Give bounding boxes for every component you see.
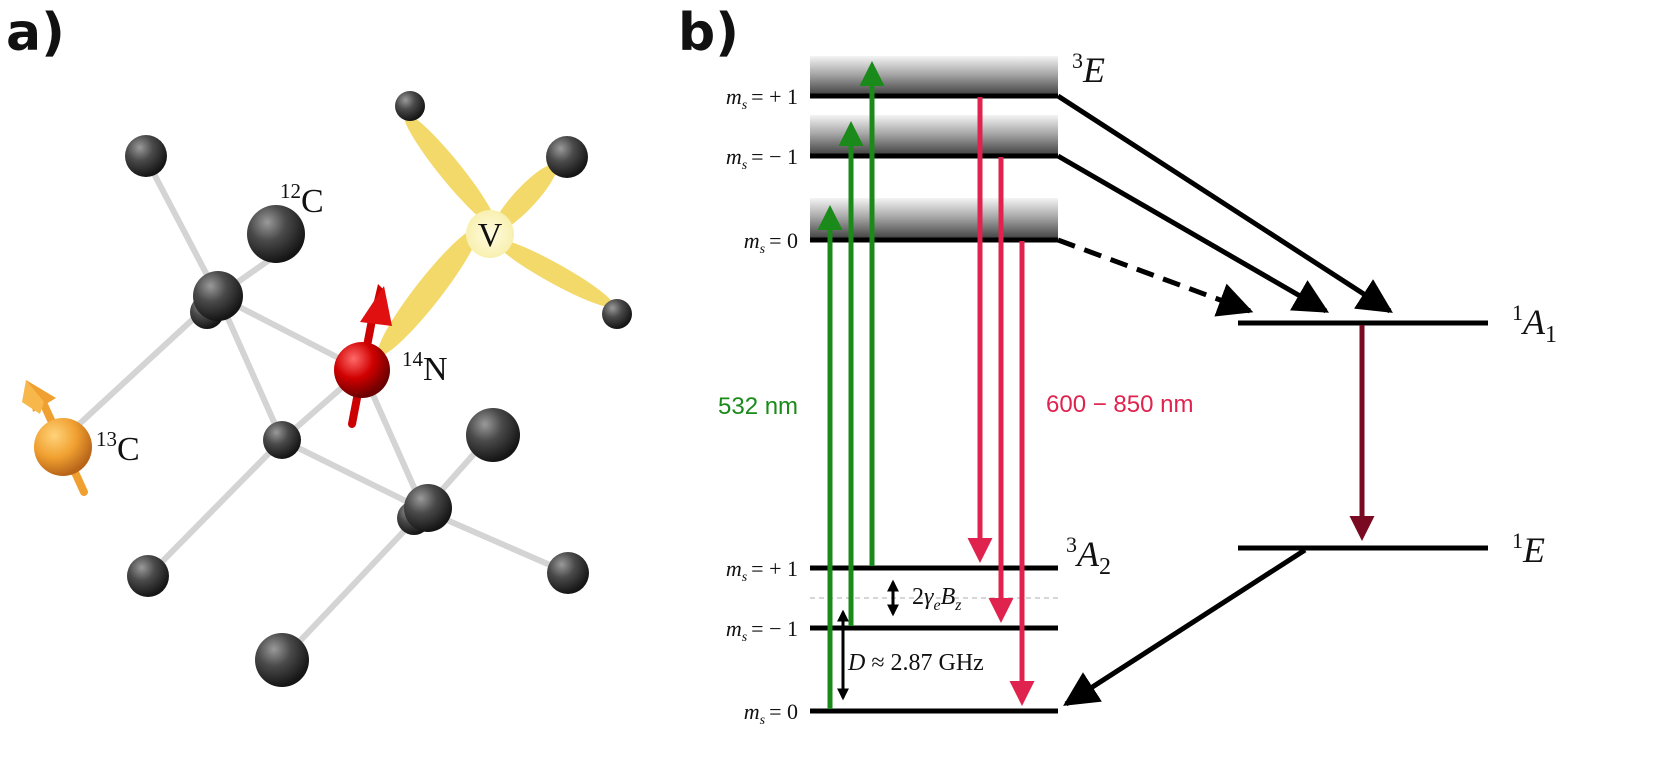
carbon-atom [466,408,520,462]
c13-symbol: C [117,431,140,468]
n14-label: 14N [402,347,448,388]
panel-a: a) [6,3,632,687]
c13-atom [22,380,92,496]
c12-mass: 12 [280,179,301,203]
state-label-1a1: 1A1 [1512,300,1557,348]
state-label-1e: 1E [1512,528,1545,570]
vacancy-orbital-lobes [377,113,614,356]
carbon-atom [193,271,243,321]
ms-label-excited-plus1: ms= + 1 [726,84,798,113]
panel-a-label: a) [6,3,65,63]
ms-label-excited-0: ms= 0 [744,228,798,257]
n14-symbol: N [423,351,448,388]
state-label-3a2: 3A2 [1066,532,1111,580]
c12-symbol: C [301,183,324,220]
carbon-atom [546,136,588,178]
vacancy-label: V [478,217,503,254]
carbon-atom [247,205,305,263]
ms-label-ground-minus1: ms= − 1 [726,616,798,645]
n14-atom [334,284,392,428]
c13-label: 13C [96,427,140,468]
carbon-atoms [125,91,632,687]
excitation-arrows [817,61,885,709]
spin-arrow-icon [360,286,392,326]
carbon-atom [255,633,309,687]
zeeman-splitting-label: 2γeBz [912,584,962,614]
carbon-atom [404,484,452,532]
c12-label: 12C [280,179,324,220]
emission-wavelength-label: 600 − 850 nm [1046,391,1193,418]
panel-b-label: b) [678,3,739,63]
ms-label-excited-minus1: ms= − 1 [726,144,798,173]
panel-b: b) [678,3,1557,728]
c13-mass: 13 [96,427,117,451]
carbon-atom [547,552,589,594]
ms-label-ground-0: ms= 0 [744,699,798,728]
emission-arrows [967,97,1035,706]
vacancy-site [466,210,514,258]
isc-arrows [1056,93,1393,707]
carbon-atom [125,135,167,177]
zfs-splitting-label: D≈ 2.87 GHz [847,650,984,676]
carbon-atom [263,421,301,459]
excited-state-bands [810,56,1058,240]
excitation-wavelength-label: 532 nm [718,393,798,420]
state-label-3e: 3E [1072,48,1105,90]
carbon-atom [602,299,632,329]
carbon-atom [127,555,169,597]
energy-levels [810,93,1488,714]
carbon-atom [395,91,425,121]
ms-label-ground-plus1: ms= + 1 [726,556,798,585]
n14-mass: 14 [402,347,424,371]
